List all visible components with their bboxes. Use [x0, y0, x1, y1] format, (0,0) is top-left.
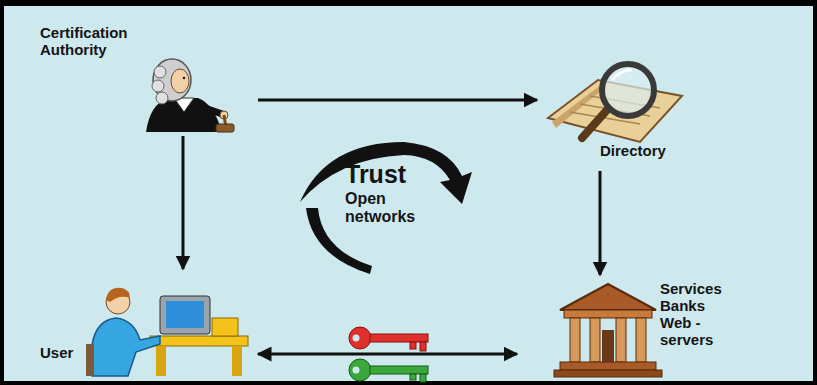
directory-node: Directory [540, 50, 725, 168]
flow-arrow [599, 171, 602, 275]
trust-title: Trust [345, 160, 435, 188]
cycle-arrows [300, 142, 472, 274]
frame-top [0, 0, 817, 6]
red-key [349, 327, 428, 351]
flow-arrow [258, 353, 517, 356]
network-subtitle: Open networks [345, 190, 430, 226]
user-node: User [35, 272, 255, 378]
service-node: Services Banks Web - servers [520, 278, 770, 378]
flow-arrow [258, 99, 537, 102]
bank-illustration [554, 284, 662, 377]
flow-arrow [182, 136, 185, 269]
green-key [349, 359, 428, 382]
node-label: Directory [600, 142, 710, 159]
judge-illustration [146, 59, 234, 132]
directory-illustration [548, 64, 682, 142]
node-label: User [40, 344, 120, 361]
authority-node: Certification Authority [35, 18, 255, 133]
user-illustration [86, 288, 248, 376]
node-label: Certification Authority [40, 24, 160, 58]
node-label: Services Banks Web - servers [660, 280, 732, 348]
